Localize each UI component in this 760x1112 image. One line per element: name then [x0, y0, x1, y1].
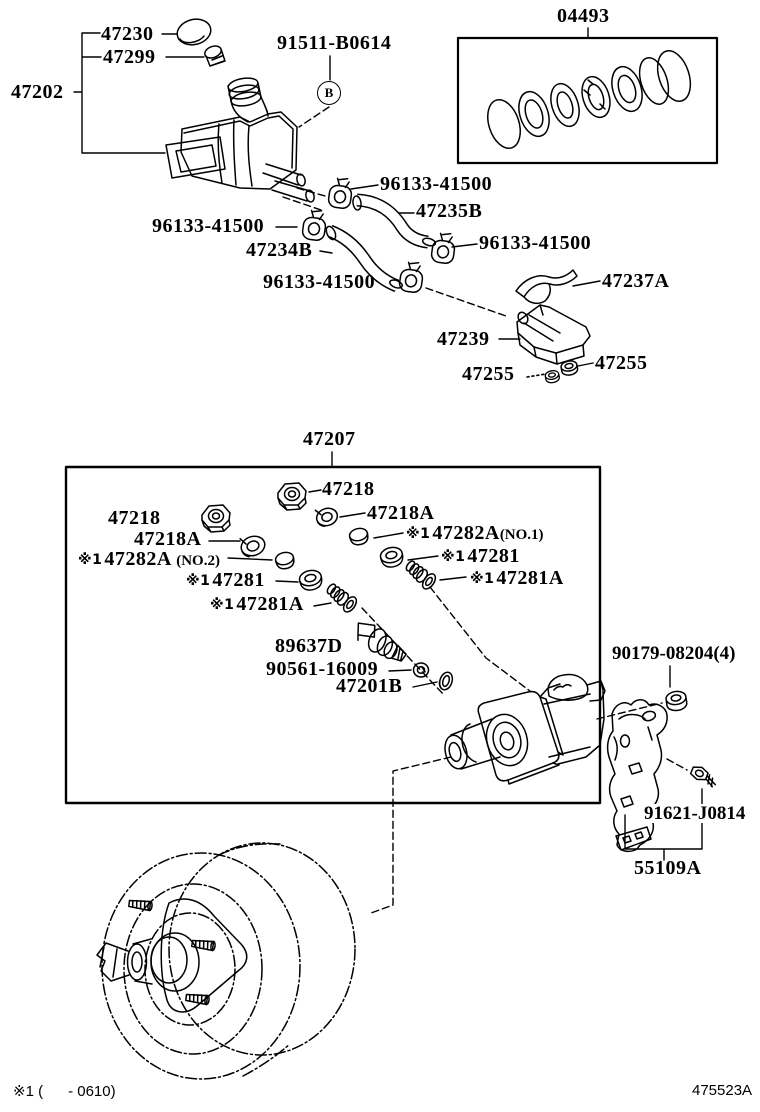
washer-47218a-drawing	[239, 507, 339, 558]
switch-washer-label: 90561-16009	[266, 658, 379, 680]
master-cylinder-kit-box-drawing	[64, 465, 602, 805]
oring-label: 47201B	[336, 675, 403, 697]
booster-nut-label: 90179-08204(4)	[612, 643, 736, 664]
leader-lines	[73, 27, 703, 861]
nut-47218-label-left: 47218	[108, 507, 161, 529]
bracket-bolt-label: 91621-J0814	[643, 803, 747, 824]
footer-code: 475523A	[692, 1082, 753, 1099]
reservoir-cap-drawing	[176, 18, 212, 46]
pedal-bracket-label: 55109A	[634, 857, 702, 879]
clamp-label-top: 96133-41500	[380, 173, 493, 195]
reservoir-plug-label: 47299	[103, 46, 156, 68]
nut-47218-label-right: 47218	[322, 478, 375, 500]
nut-47218-drawing	[201, 482, 307, 533]
dotted-leader-line	[526, 373, 547, 378]
level-switch-label: 89637D	[275, 635, 343, 657]
ref-mark: ※1	[406, 526, 431, 542]
level-switch-drawing	[357, 622, 407, 662]
stopper-47281-drawing	[298, 546, 404, 591]
bracket-47239-label: 47239	[437, 328, 490, 350]
washer-47218a-label-right: 47218A	[367, 502, 435, 524]
ref-mark: ※1	[186, 573, 211, 589]
clip-47237a-drawing	[515, 269, 578, 305]
screw-91511-label: 91511-B0614	[277, 32, 392, 54]
washer-47218a-label-left: 47218A	[134, 528, 202, 550]
hose-47235b-drawing	[352, 193, 437, 249]
switch-washer-drawing	[412, 662, 430, 678]
hose-47234b-drawing	[325, 224, 403, 293]
bracket-47239-drawing	[516, 304, 591, 365]
ref-mark: ※1	[78, 552, 103, 568]
hose-clamp-drawing	[301, 177, 456, 293]
hose-47234b-label: 47234B	[246, 239, 313, 261]
reservoir-tank-drawing	[165, 77, 315, 203]
nut-90179-drawing	[665, 690, 688, 712]
reservoir-assy-label: 47202	[11, 81, 64, 103]
master-cylinder-assy-label: 47207	[303, 428, 356, 450]
reservoir-plug-drawing	[204, 45, 226, 67]
oring-47201b-drawing	[438, 671, 454, 691]
repair-kit-label: 04493	[557, 5, 610, 27]
hose-47235b-label: 47235B	[416, 200, 483, 222]
connector-b-badge: B	[317, 81, 341, 105]
reservoir-cap-label: 47230	[101, 23, 154, 45]
ref-mark: ※1	[441, 549, 466, 565]
stopper-bolt-47281a-drawing	[326, 560, 437, 613]
dashed-leader-lines	[282, 106, 688, 914]
clamp-label-bottom: 96133-41500	[263, 271, 376, 293]
ref-mark: ※1	[470, 571, 495, 587]
footer-note: ※1 ( - 0610)	[13, 1083, 116, 1100]
nut-47255-drawing	[544, 360, 579, 384]
repair-kit-box-drawing	[456, 36, 719, 165]
master-cylinder-drawing	[444, 673, 606, 785]
clamp-label-right: 96133-41500	[479, 232, 592, 254]
bolt-91621-drawing	[689, 766, 717, 788]
nut-47255-label-left: 47255	[462, 363, 515, 385]
pedal-bracket-drawing	[606, 699, 668, 853]
clamp-label-left: 96133-41500	[152, 215, 265, 237]
plug-47282a-drawing	[274, 527, 369, 570]
nut-47255-label-right: 47255	[595, 352, 648, 374]
ref-mark: ※1	[210, 597, 235, 613]
clip-label: 47237A	[602, 270, 670, 292]
brake-booster-drawing	[96, 842, 356, 1080]
